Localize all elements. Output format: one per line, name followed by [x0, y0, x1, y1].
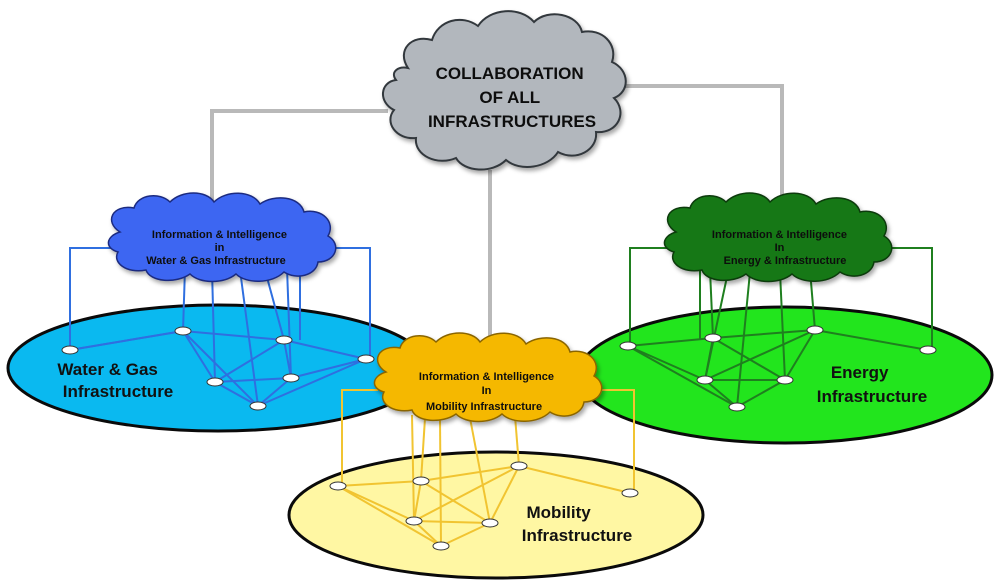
energy-nodes — [619, 325, 937, 412]
network-node — [174, 326, 192, 336]
mobility-intelligence-cloud: Information & Intelligence In Mobility I… — [373, 332, 603, 423]
mobility-cloud-line-3: Mobility Infrastructure — [426, 401, 542, 413]
cloud-shape — [373, 332, 603, 423]
energy-infrastructure: Energy Infrastructure — [576, 247, 994, 445]
mobility-cloud-line-1: Information & Intelligence — [419, 371, 554, 383]
network-node — [776, 375, 794, 385]
network-node — [481, 518, 499, 528]
network-node — [432, 541, 450, 551]
network-node — [728, 402, 746, 412]
water-gas-cloud-text: Information & Intelligence in Water & Ga… — [146, 229, 290, 267]
network-node — [275, 335, 293, 345]
mobility-label: Mobility Infrastructure — [522, 503, 633, 545]
energy-cloud-line-3: Energy & Infrastructure — [724, 255, 847, 267]
water-gas-intelligence-cloud: Information & Intelligence in Water & Ga… — [107, 192, 337, 283]
energy-cloud-line-1: Information & Intelligence — [712, 229, 847, 241]
water-gas-links — [69, 247, 371, 407]
network-node — [704, 333, 722, 343]
collaboration-connectors — [210, 84, 784, 350]
network-node — [357, 354, 375, 364]
water-gas-cloud-line-2: in — [215, 242, 225, 254]
mobility-cloud-line-2: In — [482, 385, 492, 397]
network-node — [249, 401, 267, 411]
water-gas-cloud-line-1: Information & Intelligence — [152, 229, 287, 241]
network-node — [412, 476, 430, 486]
network-node — [806, 325, 824, 335]
water-gas-label-line-1: Water & Gas — [57, 360, 157, 379]
collaboration-text: COLLABORATION OF ALL INFRASTRUCTURES — [428, 64, 596, 131]
cloud-shape — [663, 192, 893, 283]
connector-to-water-gas — [210, 109, 388, 208]
mobility-ellipse — [287, 450, 705, 580]
mobility-infrastructure: Mobility Infrastructure — [287, 389, 705, 580]
network-node — [282, 373, 300, 383]
energy-label-line-1: Energy — [831, 363, 889, 382]
collaboration-cloud: COLLABORATION OF ALL INFRASTRUCTURES — [382, 10, 627, 171]
energy-label: Energy Infrastructure — [817, 363, 928, 406]
energy-cloud-text: Information & Intelligence In Energy & I… — [712, 229, 850, 267]
mobility-nodes — [329, 461, 639, 551]
mobility-label-line-1: Mobility — [527, 503, 592, 522]
water-gas-label: Water & Gas Infrastructure — [57, 360, 173, 401]
mobility-links — [337, 389, 635, 547]
mobility-label-line-2: Infrastructure — [522, 526, 633, 545]
collaboration-line-2: OF ALL — [479, 88, 539, 107]
network-node — [919, 345, 937, 355]
connector-to-energy — [610, 84, 784, 208]
network-node — [510, 461, 528, 471]
network-node — [61, 345, 79, 355]
energy-label-line-2: Infrastructure — [817, 387, 928, 406]
network-node — [329, 481, 347, 491]
energy-intelligence-cloud: Information & Intelligence In Energy & I… — [663, 192, 893, 283]
network-node — [696, 375, 714, 385]
network-node — [405, 516, 423, 526]
network-node — [621, 488, 639, 498]
water-gas-cloud-line-3: Water & Gas Infrastructure — [146, 255, 286, 267]
collaboration-line-1: COLLABORATION — [436, 64, 584, 83]
water-gas-label-line-2: Infrastructure — [63, 382, 174, 401]
water-gas-nodes — [61, 326, 375, 411]
cloud-shape — [107, 192, 337, 283]
energy-cloud-line-2: In — [775, 242, 785, 254]
collaboration-line-3: INFRASTRUCTURES — [428, 112, 596, 131]
cloud-shape — [382, 10, 627, 171]
mobility-cloud-text: Information & Intelligence In Mobility I… — [419, 371, 557, 413]
network-node — [619, 341, 637, 351]
network-node — [206, 377, 224, 387]
